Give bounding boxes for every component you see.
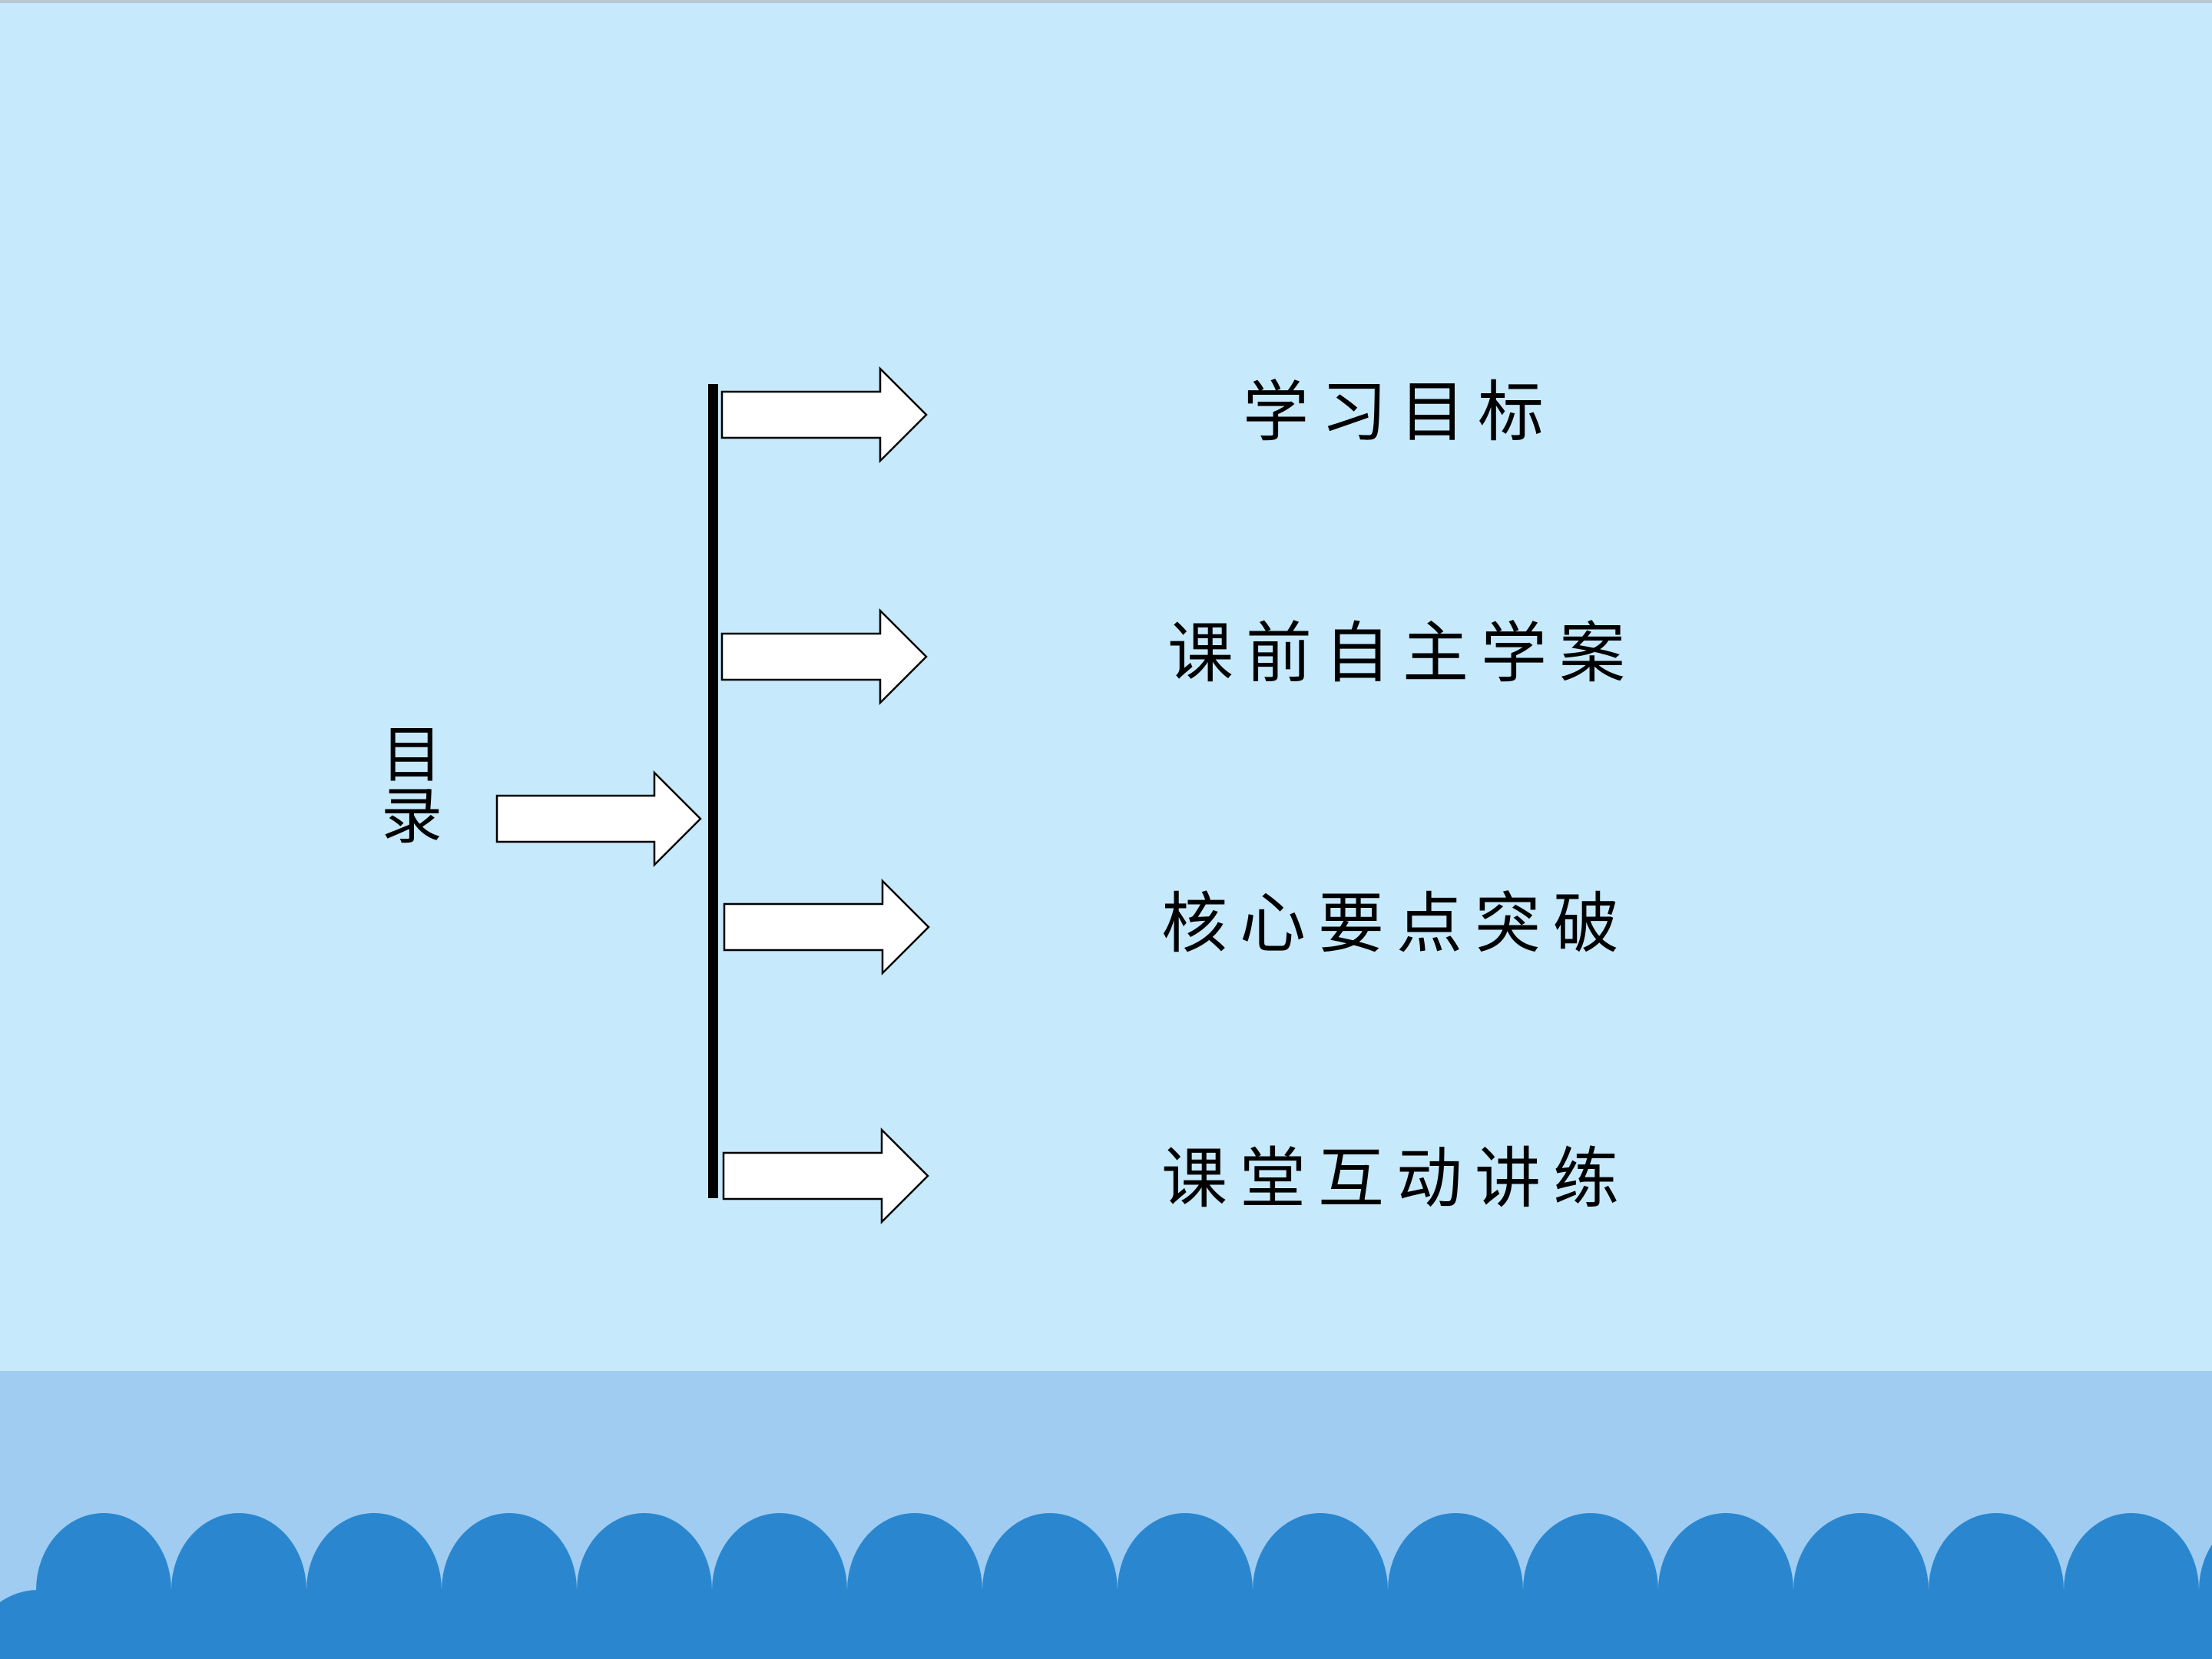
wave-scallop — [1863, 1590, 1998, 1659]
item-arrow-icon-3 — [723, 878, 930, 976]
vertical-bar — [708, 384, 718, 1198]
toc-item-4[interactable]: 课堂互动讲练 — [1161, 1141, 1631, 1217]
wave-scallop — [1593, 1590, 1728, 1659]
top-border — [0, 0, 2212, 3]
wave-scallop — [1187, 1590, 1323, 1659]
root-label: 目录 — [371, 722, 442, 845]
wave-decoration — [0, 1513, 2212, 1659]
wave-scallop — [1458, 1590, 1593, 1659]
wave-scallop — [1052, 1590, 1187, 1659]
item-arrow-icon-2 — [720, 608, 928, 706]
wave-scallop — [376, 1590, 512, 1659]
wave-scallop — [647, 1590, 782, 1659]
wave-scallop — [241, 1590, 376, 1659]
wave-scallop — [512, 1590, 647, 1659]
toc-item-1[interactable]: 学习目标 — [1243, 374, 1556, 451]
item-arrow-icon-4 — [722, 1127, 929, 1225]
wave-scallop — [0, 1590, 106, 1659]
wave-scallop — [1998, 1590, 2134, 1659]
root-arrow-icon — [495, 770, 702, 868]
wave-scallop — [106, 1590, 241, 1659]
toc-item-3[interactable]: 核心要点突破 — [1161, 886, 1631, 962]
wave-scallop — [1728, 1590, 1863, 1659]
wave-scallop — [917, 1590, 1052, 1659]
toc-item-2[interactable]: 课前自主学案 — [1167, 615, 1637, 692]
item-arrow-icon-1 — [720, 366, 928, 464]
wave-scallop — [1323, 1590, 1458, 1659]
wave-scallop — [2134, 1590, 2212, 1659]
wave-scallop — [782, 1590, 917, 1659]
wave-row-front — [0, 1590, 2212, 1659]
